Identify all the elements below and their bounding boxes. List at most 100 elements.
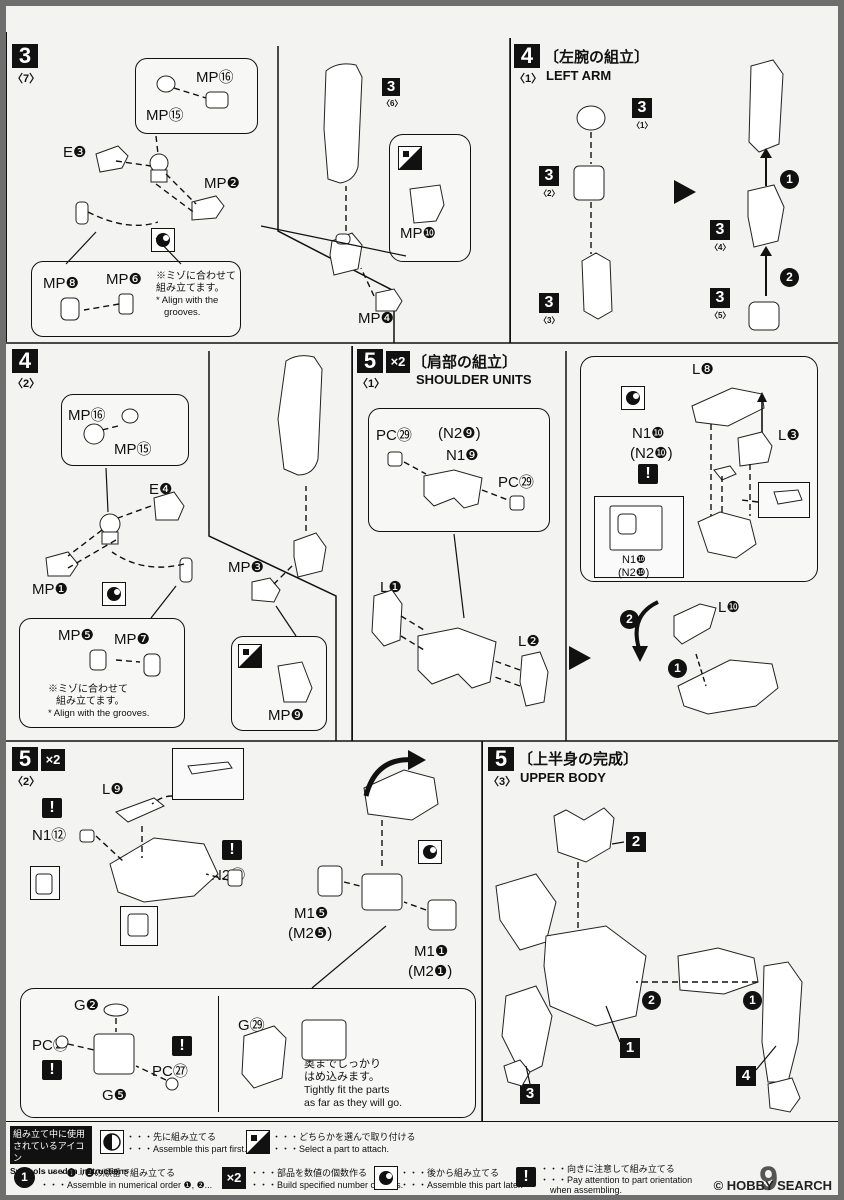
ref-number: 3 — [710, 220, 730, 240]
part-label-l3: L❸ — [778, 427, 800, 444]
callout-mp16-mp15-b — [61, 394, 189, 466]
note-text: ※ミゾに合わせて — [48, 684, 128, 695]
step-number: 5 — [357, 349, 383, 373]
part-label-n210: (N2❿) — [630, 445, 673, 462]
part-label-mp16: MP⑯ — [68, 407, 106, 424]
step-number: 5 — [488, 747, 514, 771]
note-text: 組み立てます。 — [56, 696, 125, 707]
assemble-later-icon — [151, 228, 175, 252]
step-number: 4 — [514, 44, 540, 68]
part-label-mp15: MP⑮ — [146, 107, 184, 124]
note-tight-fit: 奥までしっかり はめ込みます。 Tightly fit the parts as… — [304, 1058, 402, 1110]
callout-mp16-mp15 — [135, 58, 258, 134]
step-5-2-drawing — [35, 750, 457, 1091]
step-substep: 〈2〉 — [12, 378, 41, 390]
legend-title-line: 組み立て中に使用 — [13, 1129, 86, 1139]
order-step-1: 1 — [668, 659, 687, 678]
part-label-mp5: MP❺ — [58, 627, 94, 644]
step-5-3-drawing — [495, 807, 803, 1113]
step-5-2-header: 5 〈2〉 — [12, 747, 40, 789]
step-5-1-right-drawing — [609, 387, 803, 715]
ref-3-4: 3 〈4〉 — [710, 220, 730, 253]
instruction-page: 3 〈7〉 MP⑯ MP⑮ E❸ MP❷ MP❽ MP❻ ※ミゾに合わせて 組み… — [6, 6, 838, 1198]
note-groove-a: ※ミゾに合わせて 組み立てます。 * Align with the groove… — [156, 271, 236, 319]
order-number-icon: 1 — [14, 1167, 35, 1188]
callout-n19-assembly — [368, 408, 550, 532]
assemble-later-icon — [621, 386, 645, 410]
part-label-m11: M1❶ — [414, 943, 449, 960]
step-title-jp: 〔肩部の組立〕 — [412, 354, 518, 371]
note-text: * Align with the — [156, 295, 219, 306]
legend-orient-en2: when assembling. — [550, 1185, 623, 1195]
legend-title-line: されているアイコン — [13, 1141, 85, 1163]
note-text: はめ込みます。 — [304, 1071, 380, 1083]
orientation-warning-icon: ! — [42, 798, 62, 818]
build-count-badge: ×2 — [41, 749, 65, 771]
completed-part-ref-2: 2 — [626, 832, 646, 852]
orientation-warning-icon: ! — [638, 464, 658, 484]
part-label-mp9: MP❾ — [268, 707, 304, 724]
step-5-1-header: 5 〈1〉 — [357, 349, 385, 391]
part-label-pc29: PC㉙ — [498, 474, 534, 491]
order-step-2: 2 — [620, 610, 639, 629]
step-4-2-drawing — [45, 355, 327, 703]
legend-count-jp: ・・・部品を数値の個数作る — [250, 1168, 368, 1178]
ref-substep: 〈1〉 — [632, 121, 653, 130]
ref-3-2: 3 〈2〉 — [539, 166, 559, 199]
order-step-2: 2 — [642, 991, 661, 1010]
ref-3-5: 3 〈5〉 — [710, 288, 730, 321]
step-title-en: UPPER BODY — [520, 770, 606, 785]
step-4-1-drawing — [573, 59, 785, 331]
part-label-m21: (M2❶) — [408, 963, 453, 980]
step-number: 3 — [12, 44, 38, 68]
assemble-later-icon — [418, 840, 442, 864]
completed-part-ref-3: 3 — [520, 1084, 540, 1104]
part-label-n19: N1❾ — [446, 447, 479, 464]
part-label-n110-detail: N1❿ — [622, 554, 646, 566]
legend-later-jp: ・・・後から組み立てる — [400, 1168, 500, 1178]
completed-part-ref-1: 1 — [620, 1038, 640, 1058]
part-label-mp8: MP❽ — [43, 275, 79, 292]
note-text: 奥までしっかり — [304, 1058, 381, 1070]
step-substep: 〈2〉 — [12, 776, 41, 788]
part-label-mp15: MP⑮ — [114, 441, 152, 458]
choose-part-icon — [246, 1130, 270, 1154]
legend-choose-jp: ・・・どちらかを選んで取り付ける — [272, 1132, 416, 1142]
part-label-pc27: PC㉗ — [152, 1063, 188, 1080]
legend-later-en: ・・・Assemble this part later. — [400, 1180, 524, 1190]
assemble-later-icon — [102, 582, 126, 606]
orientation-warning-icon: ! — [42, 1060, 62, 1080]
step-number: 5 — [12, 747, 38, 771]
legend-orient-jp: ・・・向きに注意して組み立てる — [540, 1164, 675, 1174]
panel-divider — [6, 32, 7, 342]
step-substep: 〈1〉 — [357, 378, 386, 390]
ref-3-3: 3 〈3〉 — [539, 293, 559, 326]
legend-first-en: ・・・Assemble this part first. — [126, 1144, 247, 1154]
part-label-n112: N1⑫ — [32, 827, 67, 844]
ref-substep: 〈2〉 — [539, 189, 560, 198]
watermark-text: © HOBBY SEARCH — [713, 1178, 832, 1193]
choose-part-icon — [398, 146, 422, 170]
part-label-n29: (N2❾) — [438, 425, 481, 442]
note-text: * Align with the grooves. — [48, 708, 150, 719]
part-label-n210-detail: (N2❿) — [618, 567, 650, 579]
page-number: 9 — [759, 1160, 778, 1198]
part-label-l8: L❽ — [692, 361, 714, 378]
ref-number: 3 — [539, 293, 559, 313]
note-text: grooves. — [164, 307, 201, 318]
step-4-1-header: 4 〈1〉 — [514, 44, 542, 86]
choose-part-icon — [238, 644, 262, 668]
part-label-mp16: MP⑯ — [196, 69, 234, 86]
ref-substep: 〈3〉 — [539, 316, 560, 325]
part-label-g2: G❷ — [74, 997, 100, 1014]
part-label-g29: G㉙ — [238, 1017, 265, 1034]
ref-number: 3 — [539, 166, 559, 186]
step-5-3-header: 5 〈3〉 — [488, 747, 516, 789]
build-count-icon: ×2 — [222, 1167, 246, 1189]
part-label-mp10: MP❿ — [400, 225, 436, 242]
note-text: ※ミゾに合わせて — [156, 271, 236, 282]
symbols-legend: 組み立て中に使用 されているアイコン Symbols used in instr… — [6, 1121, 838, 1198]
assemble-first-icon — [100, 1130, 124, 1154]
note-text: 組み立てます。 — [156, 283, 225, 294]
step-3-7-drawing — [60, 63, 445, 321]
